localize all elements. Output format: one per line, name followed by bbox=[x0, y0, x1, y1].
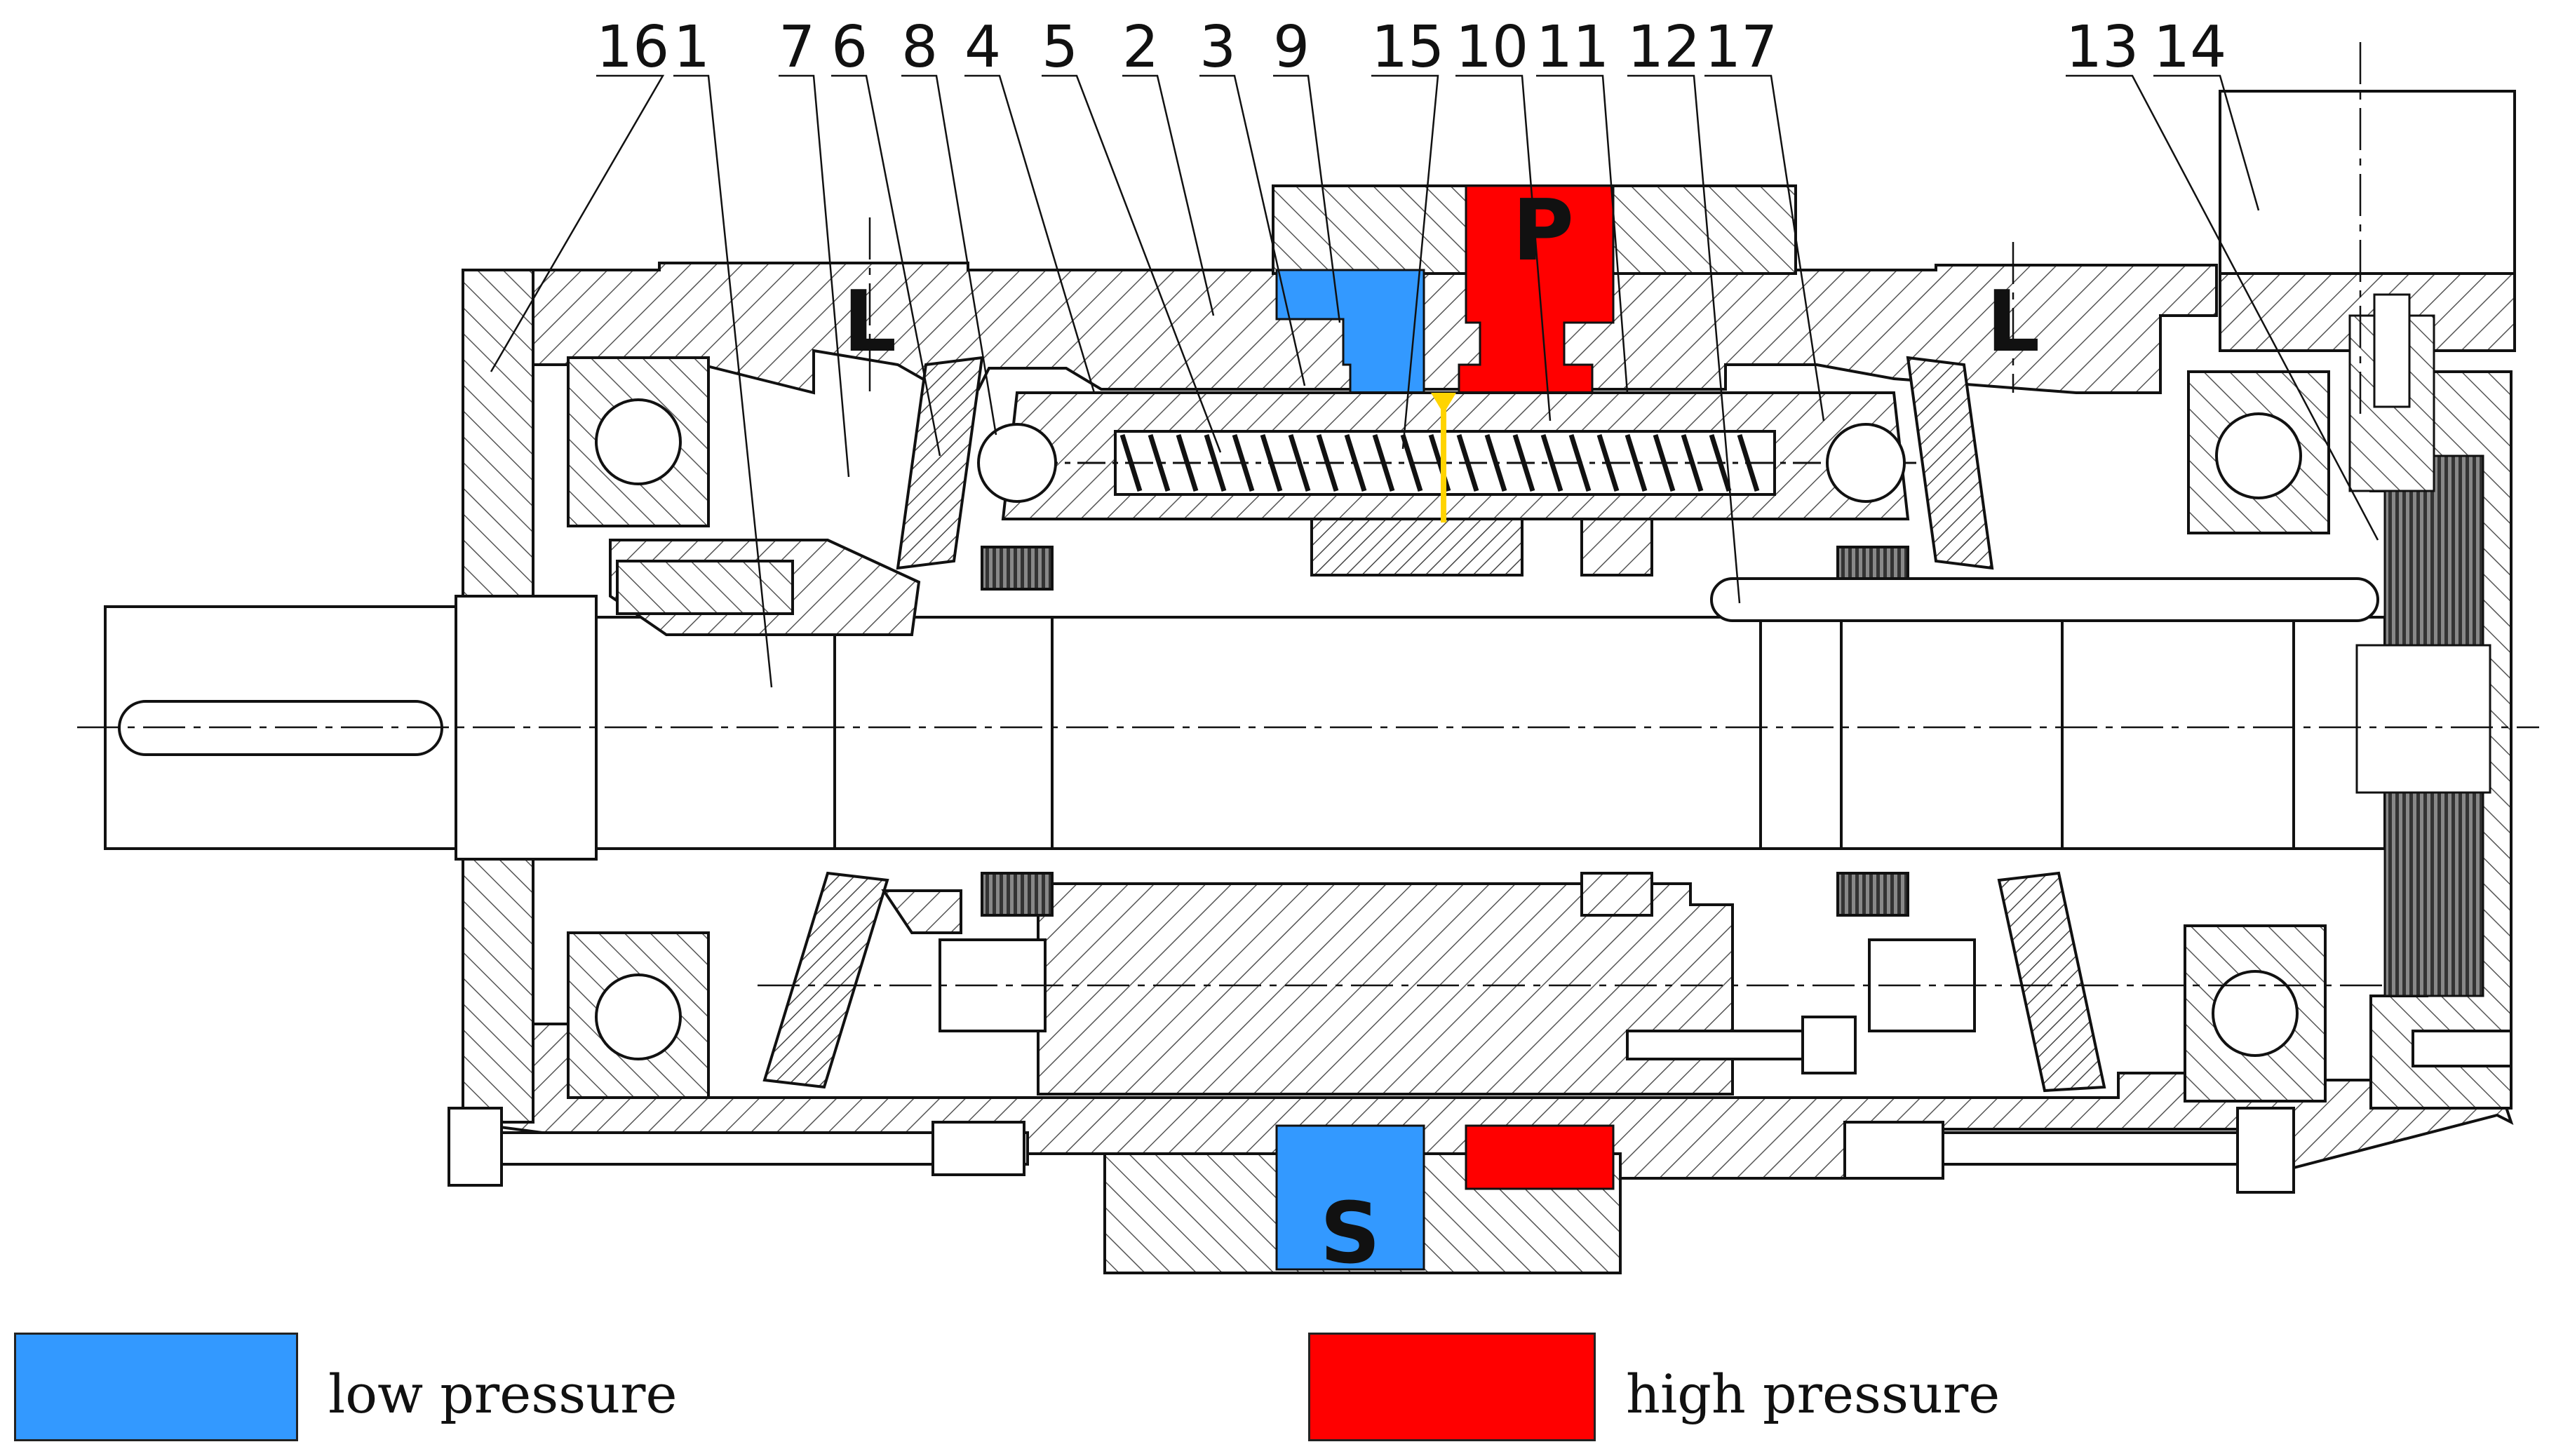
part-label-3: 3 bbox=[1199, 14, 1236, 81]
leader-line-2 bbox=[1122, 74, 1215, 316]
part-label-17: 17 bbox=[1704, 14, 1777, 81]
part-label-7: 7 bbox=[779, 14, 815, 81]
tie-bolts bbox=[448, 577, 2513, 1194]
ball-bearing-top-right bbox=[2187, 370, 2330, 534]
ball-bearing-bottom-left bbox=[567, 931, 710, 1099]
part-label-14: 14 bbox=[2153, 14, 2226, 81]
low-pressure-channel bbox=[1275, 269, 1425, 394]
legend-swatch-low-pressure bbox=[14, 1333, 298, 1441]
gear-stack bbox=[2348, 293, 2491, 997]
legend-label-low-pressure: low pressure bbox=[328, 1363, 678, 1425]
leader-line-14 bbox=[2153, 74, 2260, 211]
port-label-l-left: L bbox=[843, 274, 896, 371]
legend-label-high-pressure: high pressure bbox=[1626, 1363, 2000, 1425]
spring-coil bbox=[1204, 433, 1227, 492]
valve-plates bbox=[609, 518, 1909, 917]
port-label-p: P bbox=[1512, 182, 1574, 280]
rotor bbox=[896, 356, 1994, 570]
leader-line-7 bbox=[779, 74, 850, 478]
leader-line-16 bbox=[490, 74, 665, 372]
leader-line-5 bbox=[1042, 74, 1222, 453]
suction-port-area bbox=[1275, 1124, 1425, 1271]
part-label-13: 13 bbox=[2066, 14, 2139, 81]
leader-line-8 bbox=[901, 74, 997, 436]
leader-line-13 bbox=[2066, 74, 2379, 541]
leader-line-15 bbox=[1371, 74, 1439, 450]
leader-line-9 bbox=[1273, 74, 1341, 323]
leader-line-12 bbox=[1627, 74, 1741, 604]
suction-high-area bbox=[1465, 1124, 1615, 1190]
port-label-s: S bbox=[1320, 1185, 1380, 1283]
leader-line-4 bbox=[964, 74, 1096, 393]
part-label-15: 15 bbox=[1371, 14, 1444, 81]
spring-coil bbox=[1681, 433, 1704, 492]
leader-line-3 bbox=[1199, 74, 1306, 386]
part-label-5: 5 bbox=[1042, 14, 1078, 81]
spring-coil bbox=[1148, 433, 1171, 492]
spring-coil bbox=[1625, 433, 1648, 492]
part-label-11: 11 bbox=[1536, 14, 1609, 81]
part-label-6: 6 bbox=[831, 14, 868, 81]
part-label-1: 1 bbox=[673, 14, 710, 81]
spring-coil bbox=[1540, 433, 1563, 492]
leader-line-1 bbox=[673, 74, 773, 688]
part-label-10: 10 bbox=[1455, 14, 1528, 81]
part-label-4: 4 bbox=[964, 14, 1001, 81]
leader-line-10 bbox=[1455, 74, 1552, 422]
yellow-seal bbox=[1431, 393, 1456, 523]
part-label-2: 2 bbox=[1122, 14, 1159, 81]
part-label-16: 16 bbox=[596, 14, 669, 81]
leader-line-11 bbox=[1536, 74, 1629, 393]
part-label-9: 9 bbox=[1273, 14, 1310, 81]
legend-swatch-high-pressure bbox=[1308, 1333, 1596, 1441]
center-lines bbox=[77, 42, 2539, 987]
ball-bearing-bottom-right bbox=[2184, 924, 2327, 1103]
flow-regions bbox=[1275, 184, 1615, 1271]
leader-line-6 bbox=[831, 74, 941, 457]
port-label-l-right: L bbox=[1986, 274, 2040, 371]
shaft bbox=[104, 595, 2386, 861]
part-label-8: 8 bbox=[901, 14, 938, 81]
bearings bbox=[567, 356, 2330, 1103]
ball-bearing-top-left bbox=[567, 356, 710, 527]
part-label-12: 12 bbox=[1627, 14, 1700, 81]
spring-coil bbox=[1288, 433, 1311, 492]
leader-lines bbox=[490, 74, 2379, 688]
leader-line-17 bbox=[1704, 74, 1825, 422]
